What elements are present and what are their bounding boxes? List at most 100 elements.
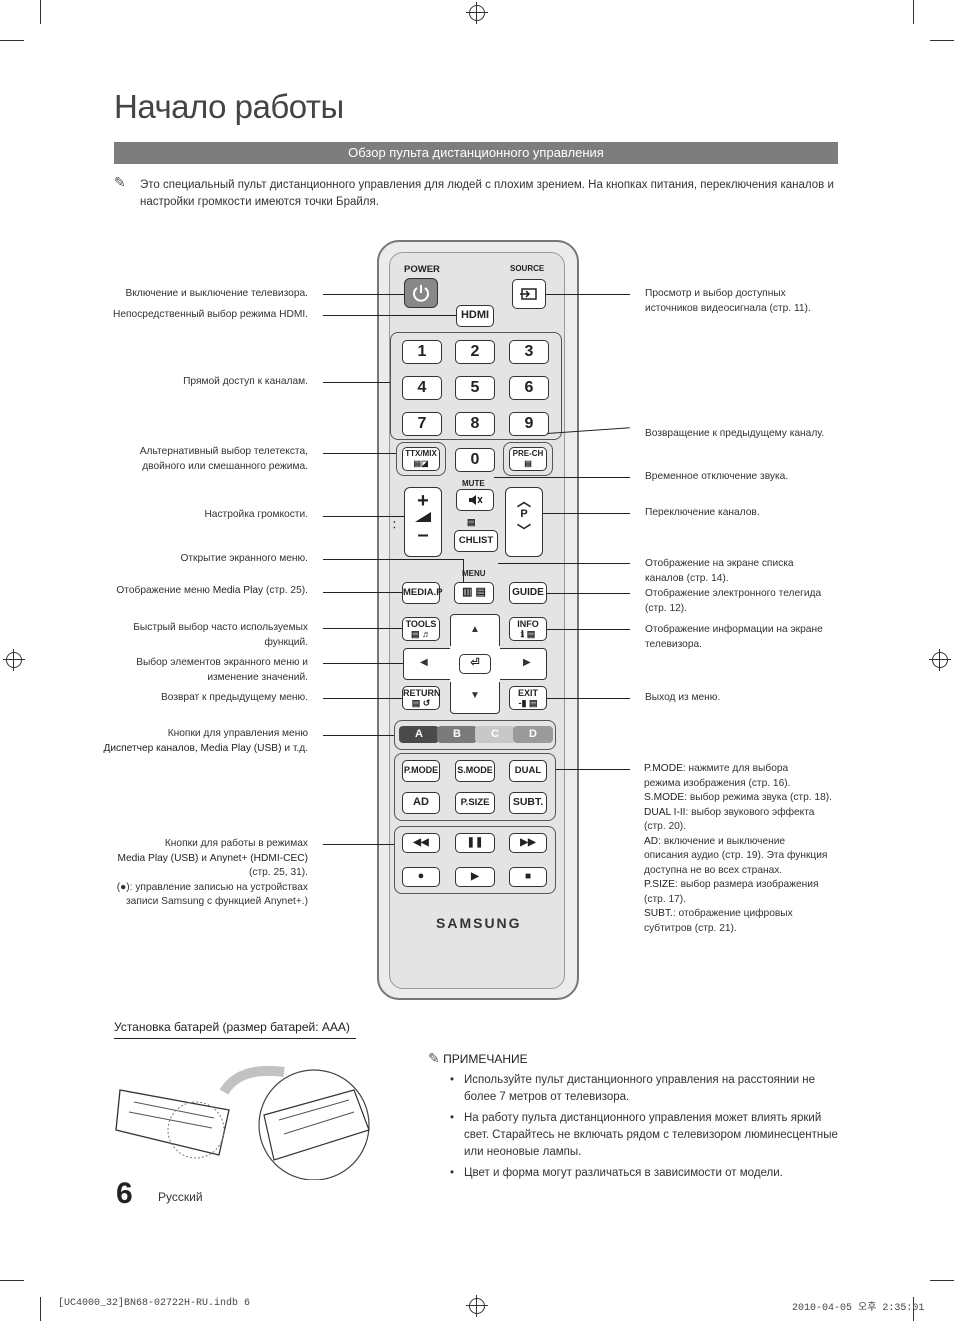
volume-rocker[interactable]: + –	[404, 487, 442, 557]
label-play-line2c: Anynet+ (HDMI-CEC)	[209, 852, 308, 864]
label-ttx-line2: двойного или смешанного режима.	[142, 460, 308, 472]
label-modes: P.MODE: нажмите для выбора режима изобра…	[644, 762, 844, 936]
label-ad-key: AD	[644, 835, 659, 847]
hdmi-button[interactable]: HDMI	[456, 305, 494, 327]
num-4-button[interactable]: 4	[402, 376, 442, 400]
num-7-button[interactable]: 7	[402, 412, 442, 436]
num-9-button[interactable]: 9	[509, 412, 549, 436]
media-p-button[interactable]: MEDIA.P	[402, 582, 443, 604]
num-3-button[interactable]: 3	[509, 340, 549, 364]
return-button[interactable]: RETURN▤ ↺	[402, 686, 441, 710]
s-mode-button[interactable]: S.MODE	[455, 760, 495, 782]
playback-group	[394, 826, 556, 894]
section-bar: Обзор пульта дистанционного управления	[114, 142, 838, 164]
num-2-button[interactable]: 2	[455, 340, 495, 364]
channel-rocker[interactable]: ︿ P ﹀	[505, 487, 543, 557]
rewind-button[interactable]: ◀◀	[402, 833, 440, 853]
label-return: Возврат к предыдущему меню.	[161, 692, 308, 703]
label-smode-key: S.MODE	[644, 792, 685, 803]
label-dual-value: : выбор звукового эффекта	[685, 806, 815, 818]
source-button[interactable]	[512, 279, 546, 309]
subt-button[interactable]: SUBT.	[509, 792, 547, 814]
nav-down-icon[interactable]: ▼	[470, 690, 480, 701]
tools-button[interactable]: TOOLS▤ ♬	[402, 617, 440, 641]
num-1-button[interactable]: 1	[402, 340, 442, 364]
play-button[interactable]: ▶	[455, 867, 495, 887]
label-tools-line1: Быстрый выбор часто используемых	[133, 622, 308, 633]
num-6-button[interactable]: 6	[509, 376, 549, 400]
leader-line	[323, 453, 396, 455]
label-media-p-a: Отображение меню	[116, 585, 213, 596]
pause-button[interactable]: ❚❚	[455, 833, 495, 853]
leader-line	[323, 382, 390, 384]
chlist-button[interactable]: CHLIST	[454, 530, 498, 552]
ad-button[interactable]: AD	[402, 792, 440, 814]
color-c-button[interactable]: C	[475, 726, 515, 743]
page-number: 6	[116, 1177, 133, 1210]
volume-up-icon[interactable]: +	[417, 490, 429, 512]
label-color-line2b: и т.д.	[281, 742, 308, 754]
nav-up-icon[interactable]: ▲	[470, 624, 480, 635]
channel-up-icon[interactable]: ︿	[517, 493, 531, 509]
note-item: Цвет и форма могут различаться в зависим…	[450, 1165, 840, 1182]
p-size-button[interactable]: P.SIZE	[455, 792, 495, 814]
color-a-button[interactable]: A	[399, 726, 439, 743]
nav-right-icon[interactable]: ▶	[523, 657, 531, 668]
ttx-group	[396, 442, 446, 476]
return-label: RETURN	[403, 688, 441, 698]
dual-button[interactable]: DUAL	[509, 760, 547, 782]
power-button[interactable]	[404, 278, 438, 308]
num-5-button[interactable]: 5	[455, 376, 495, 400]
exit-button[interactable]: EXIT-▮ ▤	[509, 686, 547, 710]
fast-forward-button[interactable]: ▶▶	[509, 833, 547, 853]
nav-left-icon[interactable]: ◀	[420, 657, 428, 668]
num-8-button[interactable]: 8	[455, 412, 495, 436]
num-0-button[interactable]: 0	[455, 448, 495, 472]
ttx-mix-button[interactable]: TTX/MIX▤◪	[402, 447, 440, 471]
label-info-line1: Отображение информации на экране	[645, 624, 823, 635]
menu-button[interactable]: ▥ ▤	[454, 582, 494, 604]
leader-line	[463, 559, 465, 582]
note-pencil-icon: ✎	[428, 1050, 440, 1066]
label-ttx-line1: Альтернативный выбор телетекста,	[139, 446, 308, 457]
mute-button[interactable]	[456, 489, 494, 511]
label-hdmi: Непосредственный выбор режима HDMI.	[113, 309, 308, 320]
leader-line	[547, 698, 630, 700]
leader-line	[323, 698, 402, 700]
battery-illustration	[115, 1065, 370, 1180]
battery-heading-underline	[114, 1038, 356, 1039]
label-nav-line2: изменение значений.	[207, 671, 308, 683]
channel-down-icon[interactable]: ﹀	[517, 523, 531, 539]
source-label: SOURCE	[510, 264, 545, 273]
note-item: На работу пульта дистанционного управлен…	[450, 1110, 840, 1161]
leader-line	[323, 559, 463, 561]
color-d-button[interactable]: D	[513, 726, 553, 743]
volume-down-icon[interactable]: –	[417, 524, 429, 546]
label-play-line4: (●): управление записью на устройствах	[116, 881, 308, 893]
color-b-button[interactable]: B	[437, 726, 477, 743]
label-play-line1: Кнопки для работы в режимах	[164, 838, 308, 849]
pre-ch-label: PRE-CH	[512, 449, 544, 458]
intro-text: Это специальный пульт дистанционного упр…	[140, 179, 834, 208]
guide-button[interactable]: GUIDE	[509, 582, 547, 604]
crop-mark	[40, 0, 41, 24]
power-label: POWER	[404, 264, 440, 275]
leader-line	[323, 735, 394, 737]
pre-ch-button[interactable]: PRE-CH▤	[509, 447, 547, 471]
registration-mark-icon	[929, 649, 951, 671]
volume-ramp-icon	[415, 512, 431, 522]
info-label: INFO	[517, 619, 539, 629]
leader-line	[546, 294, 630, 296]
enter-button[interactable]: ⏎	[459, 654, 491, 674]
label-info: Отображение информации на экране телевизо…	[645, 623, 845, 652]
stop-button[interactable]: ■	[509, 867, 547, 887]
footer-date: 2010-04-05 오후 2:35:01	[792, 1303, 925, 1314]
page-title: Начало работы	[114, 88, 344, 125]
label-media-p-c: (стр. 25).	[263, 585, 308, 596]
p-mode-button[interactable]: P.MODE	[402, 760, 440, 782]
record-button[interactable]: ●	[402, 867, 440, 887]
label-info-line2: телевизора.	[645, 638, 702, 650]
